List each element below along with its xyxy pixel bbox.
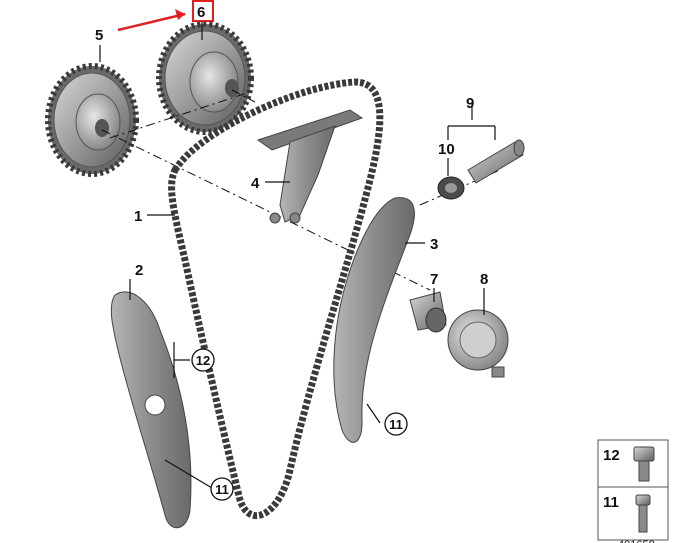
callout-seal-ring: 10 xyxy=(438,141,455,158)
svg-text:11: 11 xyxy=(215,482,229,497)
highlight-box xyxy=(192,0,214,22)
highlight-arrow xyxy=(117,9,186,32)
upper-chain-guide xyxy=(256,109,364,224)
callout-bolt-12: 12 xyxy=(191,348,215,372)
chain-tensioner-housing xyxy=(447,309,509,378)
callout-tensioner-piston: 9 xyxy=(466,95,474,112)
chain-guide-rail xyxy=(333,197,415,443)
seal-ring xyxy=(437,176,465,200)
callout-gasket: 7 xyxy=(430,271,438,288)
tensioner-rail-bore xyxy=(144,394,166,416)
alignment-line-exhaust-shaft xyxy=(231,89,256,103)
legend-number-12: 12 xyxy=(603,447,620,464)
callout-guide-rail: 3 xyxy=(430,236,438,253)
callout-sprocket-intake: 5 xyxy=(95,27,103,44)
intake-camshaft-sprocket xyxy=(45,63,139,177)
callout-upper-guide: 4 xyxy=(251,175,260,192)
svg-text:11: 11 xyxy=(389,417,403,432)
reference-number: 491658 xyxy=(618,539,655,543)
bolt-12-icon xyxy=(633,446,655,482)
tensioner-piston xyxy=(467,139,525,184)
callout-tensioner-rail: 2 xyxy=(135,262,143,279)
legend-number-11: 11 xyxy=(603,494,619,511)
svg-text:12: 12 xyxy=(196,353,210,368)
bolt-11-icon xyxy=(635,494,651,533)
bolt-legend: 12 11 xyxy=(597,439,669,541)
alignment-line-sprocket-exhaust xyxy=(109,91,251,139)
oil-spray-nozzle xyxy=(409,291,447,333)
timing-chain xyxy=(168,78,384,520)
callout-chain-tensioner: 8 xyxy=(480,271,488,288)
leader-lines xyxy=(99,20,496,489)
callout-bolt-11-guide: 11 xyxy=(384,412,408,436)
callout-bolt-11-lower: 11 xyxy=(210,477,234,501)
exhaust-camshaft-sprocket xyxy=(156,21,254,135)
callout-sprocket-exhaust: 6 xyxy=(197,4,205,21)
callout-chain: 1 xyxy=(134,208,142,225)
